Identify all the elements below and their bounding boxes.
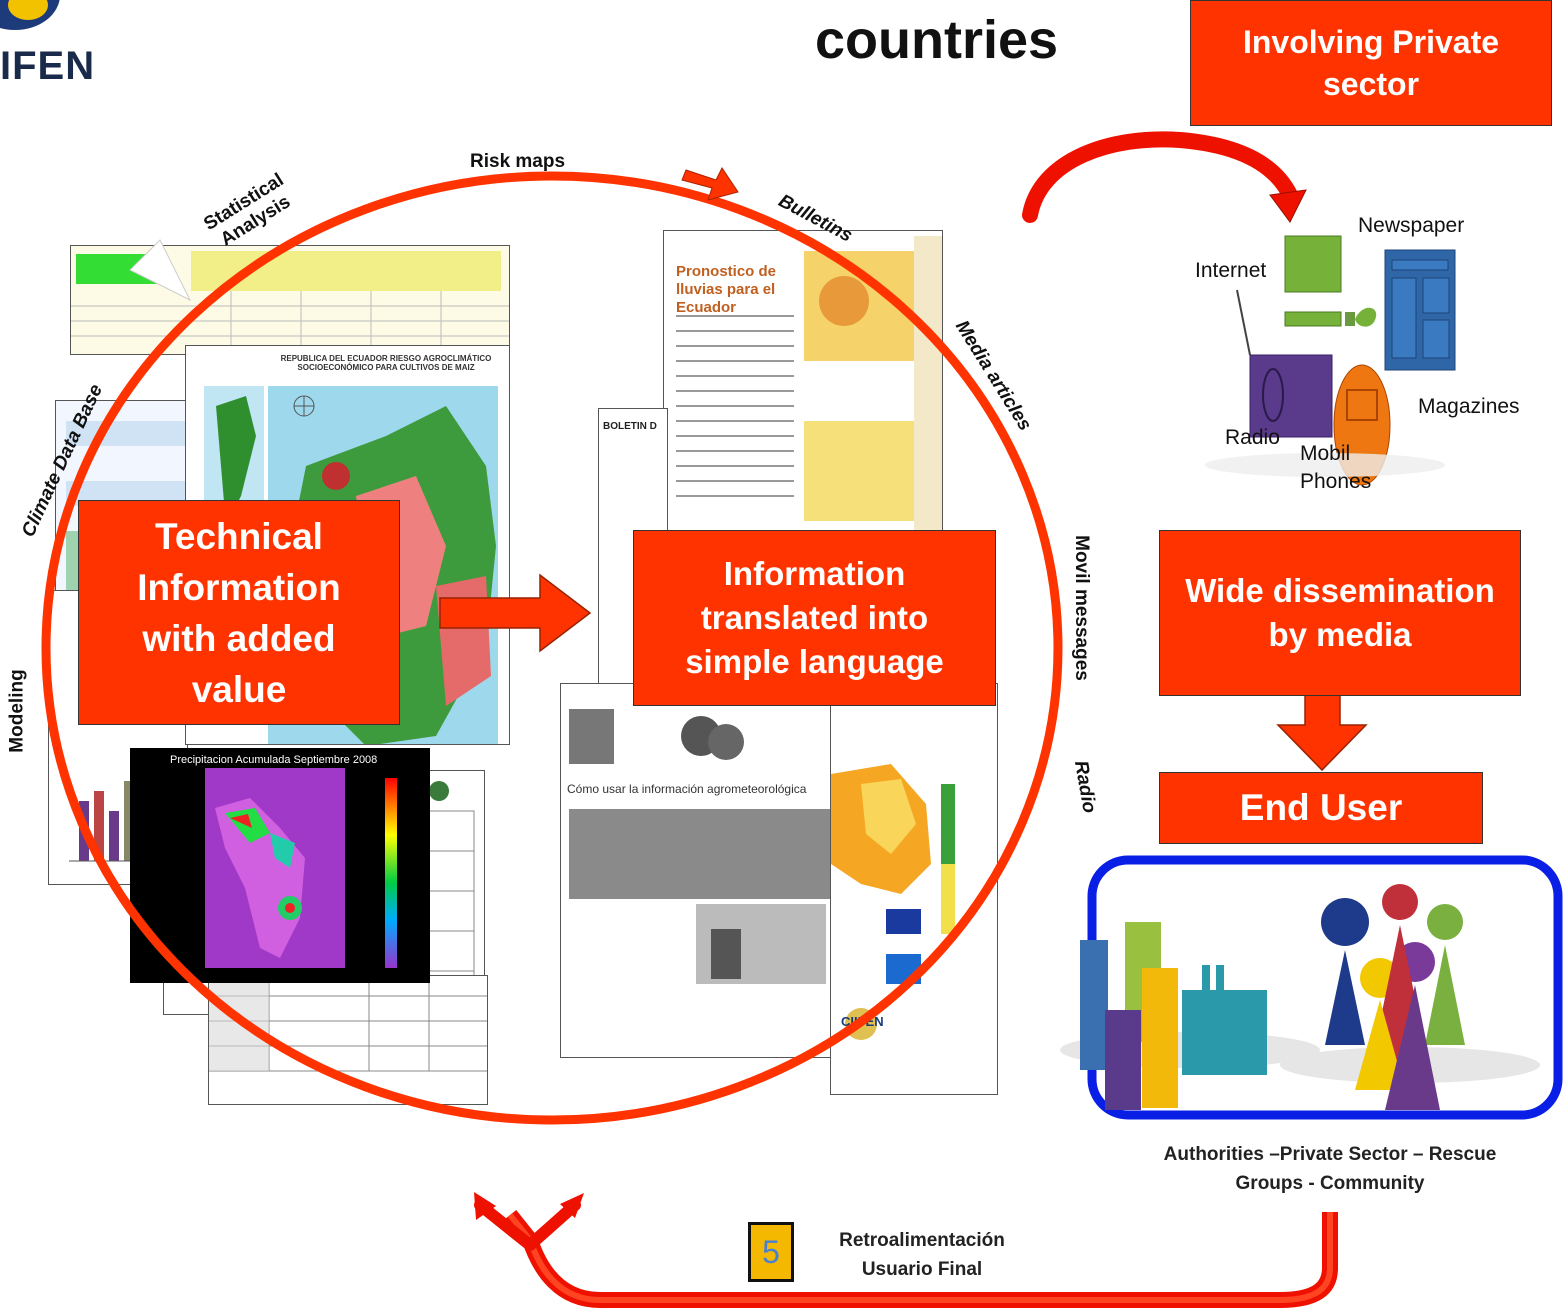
dissemination-label: Wide dissemination by media [1185, 572, 1495, 653]
people-icon [1321, 898, 1369, 946]
precipitation-map-title: Precipitacion Acumulada Septiembre 2008 [170, 754, 378, 766]
bulletin-doc: Pronostico de lluvias para el Ecuador [663, 230, 943, 560]
private-to-media-arrow [1022, 131, 1298, 223]
building-icon [1080, 940, 1108, 1070]
media-mobil-phones-label: Mobil Phones [1300, 442, 1372, 493]
feedback-label-text: Retroalimentación Usuario Final [839, 1230, 1005, 1280]
end-user-caption: Authorities –Private Sector – Rescue Gro… [1160, 1140, 1500, 1198]
internet-icon [1284, 235, 1342, 293]
private-sector-box: Involving Private sector [1190, 0, 1552, 126]
media-magazines-label: Magazines [1418, 395, 1520, 418]
label-risk-maps: Risk maps [470, 151, 566, 172]
risk-map-title: REPUBLICA DEL ECUADOR RIESGO AGROCLIMÁTI… [280, 354, 492, 372]
forecast-map-doc: CIIFEN [830, 683, 998, 1095]
dissemination-box: Wide dissemination by media [1159, 530, 1521, 696]
media-internet-label: Internet [1195, 259, 1267, 282]
media-icons [1205, 235, 1456, 486]
media-radio-label: Radio [1225, 426, 1280, 449]
bulletin-graphic [676, 236, 942, 556]
page-title: countries [815, 10, 1059, 70]
technical-info-box: Technical Information with added value [78, 500, 400, 725]
end-user-caption-text: Authorities –Private Sector – Rescue Gro… [1163, 1144, 1497, 1194]
feedback-label: Retroalimentación Usuario Final [812, 1226, 1032, 1284]
label-modeling: Modeling [6, 669, 28, 753]
end-user-box: End User [1159, 772, 1483, 844]
technical-info-label: Technical Information with added value [137, 515, 341, 710]
article-doc: Cómo usar la información agrometeorológi… [560, 683, 832, 1058]
article-graphic [569, 709, 831, 984]
article-title: Cómo usar la información agrometeorológi… [567, 782, 807, 796]
end-user-label: End User [1239, 787, 1403, 828]
private-sector-label: Involving Private sector [1242, 24, 1500, 102]
risk-maps-arrow [681, 167, 739, 201]
slide-number-badge: 5 [748, 1222, 794, 1282]
boletin-title: BOLETIN D [603, 421, 657, 432]
precipitation-map: Precipitacion Acumulada Septiembre 2008 [130, 748, 430, 983]
end-user-illustration [1060, 855, 1563, 1120]
bulletin-title: Pronostico de lluvias para el Ecuador [676, 263, 777, 316]
translated-info-label: Information translated into simple langu… [685, 555, 944, 680]
translated-info-box: Information translated into simple langu… [633, 530, 996, 706]
label-movil-messages: Movil messages [1070, 535, 1092, 681]
precipitation-map-graphic [205, 768, 397, 968]
statistical-pointer [129, 239, 192, 302]
translation-arrow [439, 573, 592, 653]
slide-number: 5 [762, 1233, 780, 1270]
forecast-map-graphic [831, 764, 955, 1040]
cycle-circle [41, 171, 1063, 1125]
logo-emblem-accent [8, 0, 48, 20]
logo-text: IFEN [0, 44, 96, 88]
media-newspaper-label: Newspaper [1358, 214, 1465, 237]
dissemination-down-arrow [1276, 694, 1368, 772]
